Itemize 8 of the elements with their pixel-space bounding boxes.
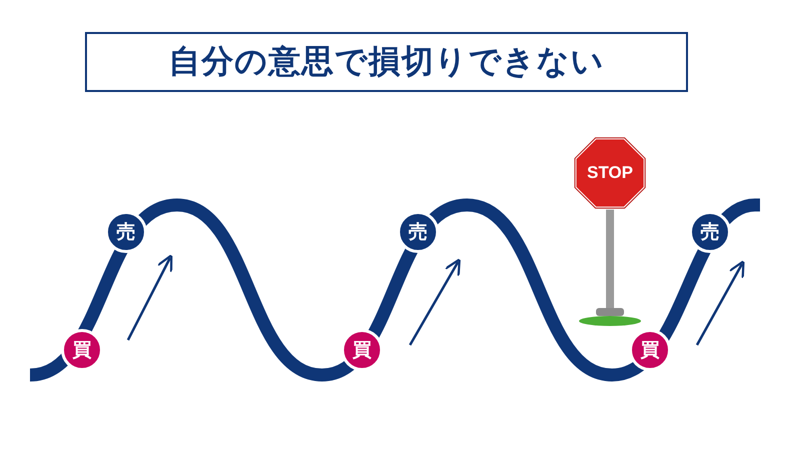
sell-marker: 売 (689, 211, 731, 253)
title-box: 自分の意思で損切りできない (85, 32, 688, 92)
buy-marker: 買 (629, 329, 671, 371)
sell-marker: 売 (105, 211, 147, 253)
sell-marker: 売 (397, 211, 439, 253)
buy-marker: 買 (341, 329, 383, 371)
sign-text: STOP (587, 163, 633, 183)
buy-marker: 買 (61, 329, 103, 371)
